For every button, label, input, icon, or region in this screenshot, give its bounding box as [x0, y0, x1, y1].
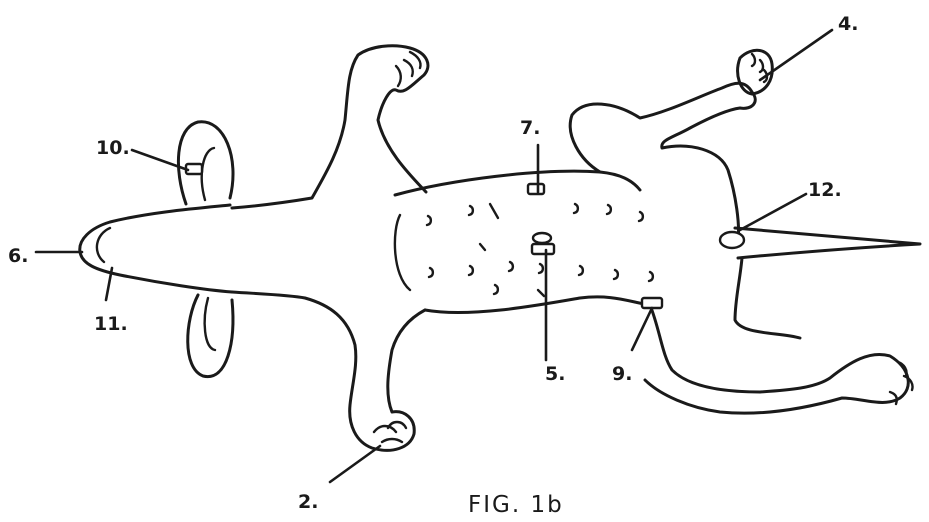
snout-curve	[97, 228, 110, 262]
ear-upper-inner	[202, 148, 214, 200]
lower-paw-pads	[374, 422, 406, 442]
label-4: 4.	[838, 13, 858, 35]
ear-lower-inner	[205, 298, 215, 350]
marker-5-tag	[532, 244, 554, 254]
marker-9-tag	[642, 298, 662, 308]
label-11: 11.	[94, 313, 128, 335]
label-2: 2.	[298, 491, 318, 513]
label-9: 9.	[612, 363, 632, 385]
label-5: 5.	[545, 363, 565, 385]
marker-7-tag	[528, 184, 544, 194]
label-7: 7.	[520, 117, 540, 139]
tail	[735, 228, 920, 258]
upper-hindlimb	[570, 83, 755, 240]
leader-4	[760, 30, 832, 80]
head-outline	[80, 205, 232, 292]
leader-9	[632, 308, 652, 350]
torso-lower-edge	[425, 297, 650, 313]
leader-lines	[36, 30, 832, 482]
label-10: 10.	[96, 137, 130, 159]
marker-5-disc	[533, 233, 551, 243]
lower-forelimb	[232, 292, 425, 450]
ear-upper	[178, 122, 233, 204]
label-12: 12.	[808, 179, 842, 201]
leader-2	[330, 446, 380, 482]
label-6: 6.	[8, 245, 28, 267]
lower-hindlimb	[645, 305, 908, 413]
figure-caption: FIG. 1b	[468, 492, 564, 518]
torso-upper-edge	[395, 171, 640, 195]
tail-base-tag	[720, 232, 744, 248]
lower-hindlimb-knee	[735, 258, 800, 338]
leader-12	[740, 194, 806, 230]
belly-side-left	[395, 215, 410, 290]
ear-lower	[188, 295, 233, 377]
